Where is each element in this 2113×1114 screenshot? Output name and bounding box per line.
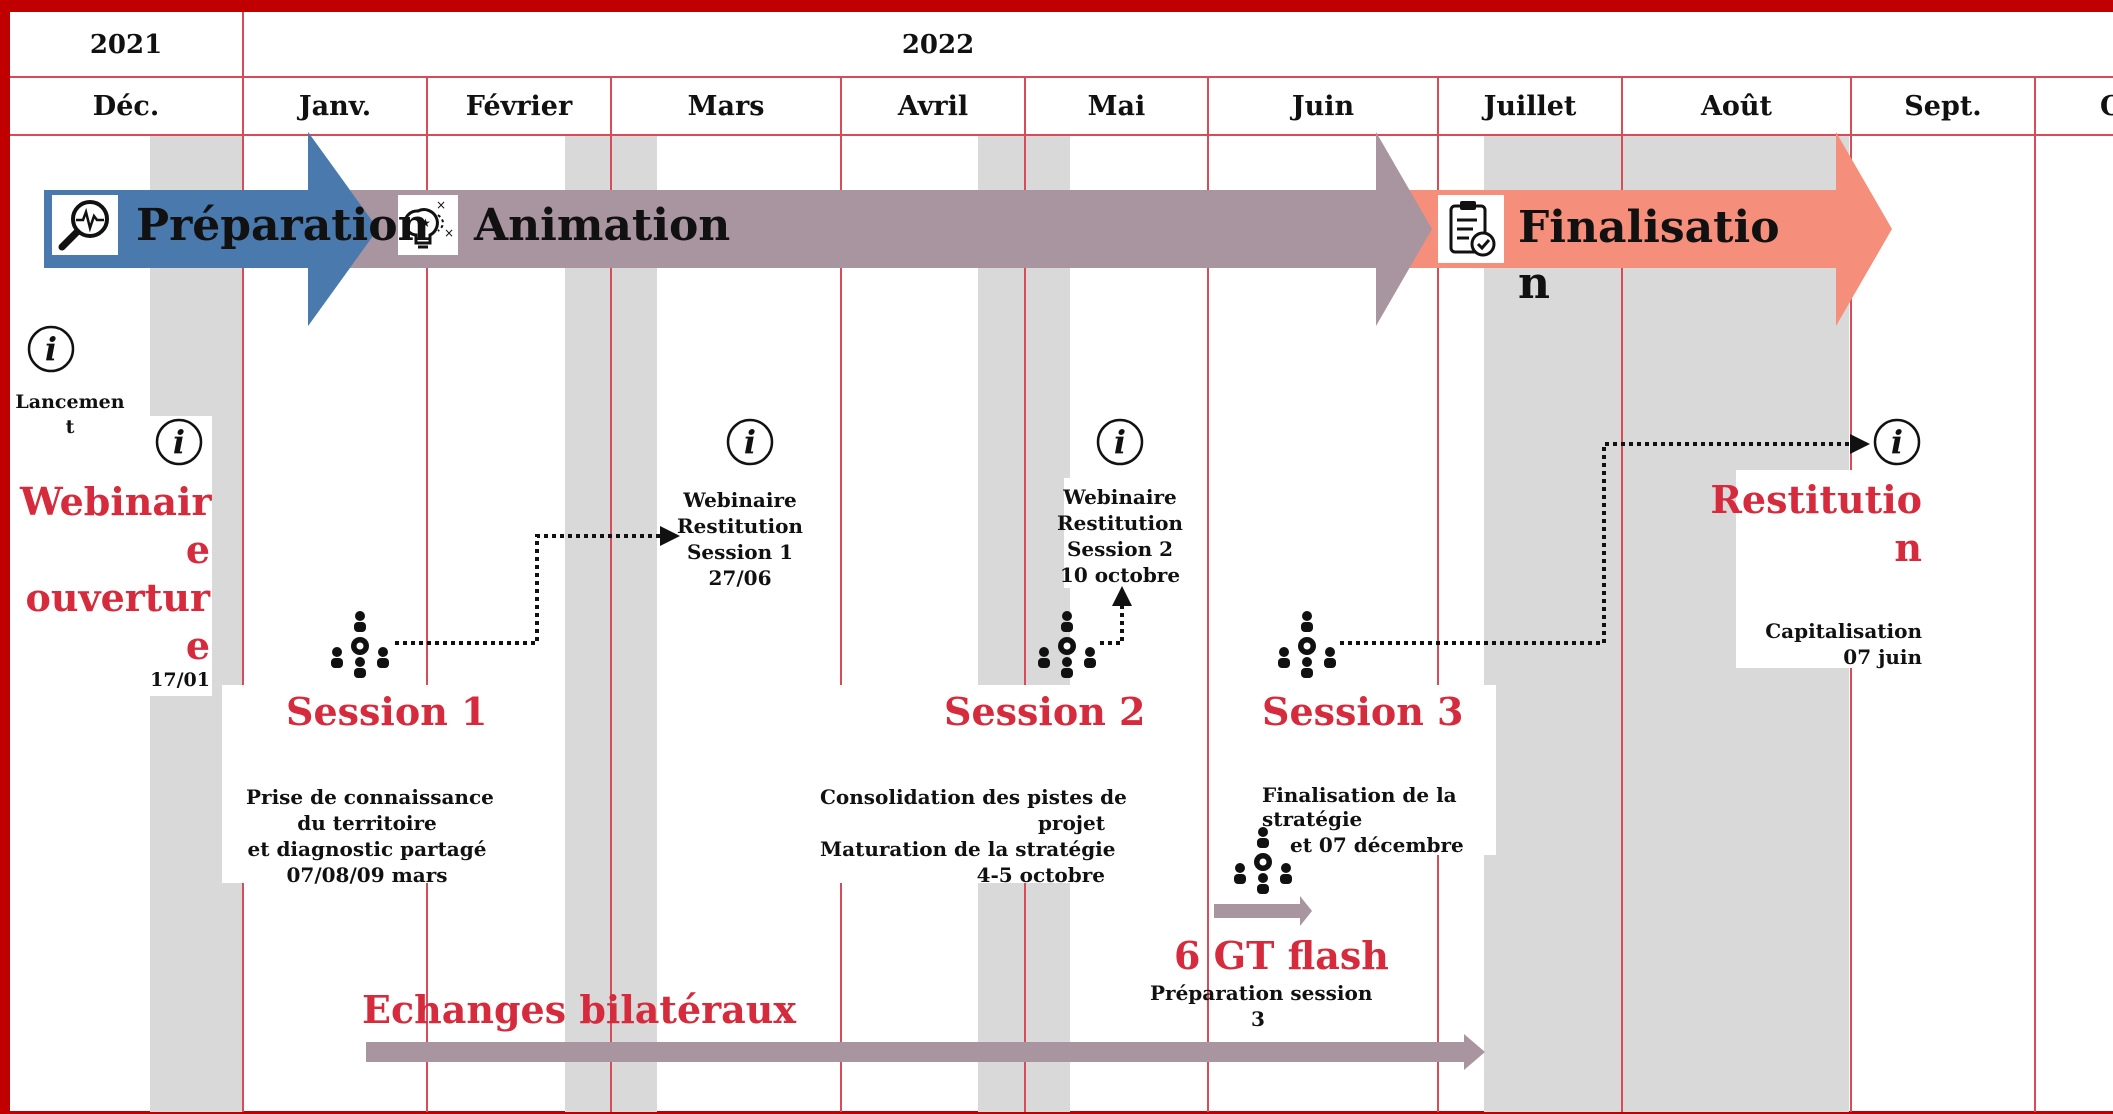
lancement-label: Lancemen t	[15, 391, 125, 438]
grid-line	[2034, 76, 2036, 1112]
lightbulb-ideas-icon: ★ × ×	[398, 195, 458, 255]
session1-box	[222, 685, 470, 883]
month-apr: Avril	[897, 90, 969, 122]
session3-box	[1244, 685, 1496, 855]
month-sep: Sept.	[1904, 90, 1982, 122]
team-gear-icon	[1038, 611, 1096, 678]
webinaire-ouverture-title: Webinair e ouvertur e	[20, 479, 212, 668]
header-rule	[10, 76, 2113, 78]
webinaire-session2-text: Webinaire Restitution Session 2 10 octob…	[1057, 485, 1183, 587]
grid-line	[1207, 76, 1209, 1112]
clipboard-check-icon	[1438, 195, 1504, 263]
restitution-title: Restitutio n	[1710, 477, 1922, 570]
gt-flash-text: Préparation session 3	[1150, 981, 1373, 1031]
month-mar: Mars	[687, 90, 765, 122]
gt-flash-title: 6 GT flash	[1174, 933, 1389, 978]
magnifier-pulse-icon	[52, 195, 118, 255]
svg-text:×: ×	[436, 198, 446, 212]
info-icon: i	[1873, 418, 1921, 466]
month-jul: Juillet	[1483, 90, 1577, 122]
session2-box	[838, 685, 1118, 883]
webinaire-session1-text: Webinaire Restitution Session 1 27/06	[677, 488, 803, 590]
session1-text: Prise de connaissance du territoire et d…	[246, 785, 494, 887]
month-aug: Août	[1700, 90, 1773, 122]
month-jan: Janv.	[298, 90, 372, 122]
svg-text:i: i	[173, 423, 185, 461]
animation-arrow	[340, 132, 1432, 326]
preparation-arrow-tip	[308, 132, 378, 326]
svg-text:i: i	[744, 423, 756, 461]
finalisation-arrow	[1376, 132, 1892, 326]
month-dec: Déc.	[92, 90, 160, 122]
phase-animation-label: Animation	[474, 200, 731, 251]
echanges-title: Echanges bilatéraux	[362, 987, 797, 1032]
header-rule	[10, 134, 2113, 136]
grid-line	[840, 76, 842, 1112]
session3-text-line2: stratégie	[1262, 807, 1363, 831]
restitution-text: Capitalisation 07 juin	[1765, 619, 1922, 669]
phase-preparation-label: Préparation	[136, 200, 430, 251]
team-gear-icon	[1234, 827, 1292, 894]
team-gear-icon	[331, 611, 389, 678]
phase-arrows	[44, 132, 1892, 326]
info-icon: i	[1096, 418, 1144, 466]
grid-line	[1024, 76, 1026, 1112]
svg-text:★: ★	[420, 216, 431, 230]
session2-title: Session 2	[944, 689, 1146, 734]
month-jun: Juin	[1291, 90, 1355, 122]
session1-title: Session 1	[286, 689, 488, 734]
preparation-arrow	[44, 132, 378, 326]
phase-finalisation-label: Finalisatio n	[1518, 202, 1780, 309]
info-icon: i	[27, 325, 75, 373]
month-feb: Février	[465, 90, 573, 122]
info-icon: i	[726, 418, 774, 466]
month-oct: O	[2100, 90, 2113, 122]
team-gear-icon	[1278, 611, 1336, 678]
session2-text: Consolidation des pistes de projet Matur…	[820, 785, 1127, 887]
grid-line	[242, 12, 244, 1112]
year-2022: 2022	[901, 30, 975, 60]
session3-title: Session 3	[1262, 689, 1464, 734]
webinaire-s2-box	[1064, 478, 1176, 588]
svg-text:i: i	[1891, 423, 1903, 461]
svg-text:i: i	[45, 330, 57, 368]
session3-text-line1: Finalisation de la	[1262, 783, 1457, 807]
year-2021: 2021	[89, 30, 163, 60]
webinaire-ouverture-date: 17/01	[150, 669, 210, 691]
session3-text-line3: et 07 décembre	[1290, 833, 1464, 857]
svg-text:×: ×	[444, 226, 454, 240]
info-icon: i	[155, 418, 203, 466]
month-may: Mai	[1087, 90, 1146, 122]
svg-text:i: i	[1114, 423, 1126, 461]
